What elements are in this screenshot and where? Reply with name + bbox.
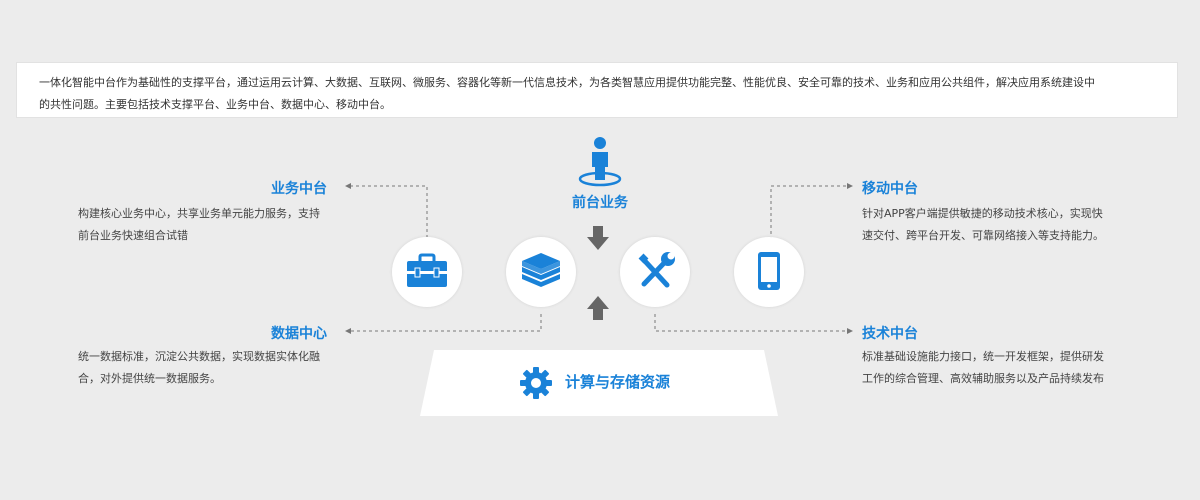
tech-desc-line1: 标准基础设施能力接口，统一开发框架，提供研发 xyxy=(862,350,1104,363)
intro-panel: 一体化智能中台作为基础性的支撑平台，通过运用云计算、大数据、互联网、微服务、容器… xyxy=(16,62,1178,118)
gear-icon xyxy=(520,367,552,399)
person-icon xyxy=(578,137,622,187)
tech-desc-line2: 工作的综合管理、高效辅助服务以及产品持续发布 xyxy=(862,372,1104,385)
mobile-desc-line2: 速交付、跨平台开发、可靠网络接入等支持能力。 xyxy=(862,229,1104,242)
data-desc-line1: 统一数据标准，沉淀公共数据，实现数据实体化融 xyxy=(78,350,320,363)
mobile-phone-icon xyxy=(758,252,780,290)
data-center-desc: 统一数据标准，沉淀公共数据，实现数据实体化融 合，对外提供统一数据服务。 xyxy=(78,346,320,390)
business-platform-title: 业务中台 xyxy=(271,181,327,197)
business-desc-line1: 构建核心业务中心，共享业务单元能力服务，支持 xyxy=(78,207,320,220)
tools-icon xyxy=(638,252,675,288)
mobile-circle xyxy=(734,237,804,307)
arrow-up-icon xyxy=(587,296,609,320)
compute-storage-platform xyxy=(420,350,778,416)
data-desc-line2: 合，对外提供统一数据服务。 xyxy=(78,372,221,385)
business-platform-desc: 构建核心业务中心，共享业务单元能力服务，支持 前台业务快速组合试错 xyxy=(78,203,320,247)
arrow-down-icon xyxy=(587,226,609,250)
toolbox-icon xyxy=(407,253,447,287)
business-desc-line2: 前台业务快速组合试错 xyxy=(78,229,188,242)
intro-text-line1: 一体化智能中台作为基础性的支撑平台，通过运用云计算、大数据、互联网、微服务、容器… xyxy=(39,76,1095,89)
mobile-platform-desc: 针对APP客户端提供敏捷的移动技术核心，实现快 速交付、跨平台开发、可靠网络接入… xyxy=(862,203,1104,247)
connector-business xyxy=(345,183,428,238)
tech-platform-title: 技术中台 xyxy=(862,326,918,342)
front-business-label: 前台业务 xyxy=(572,195,628,211)
compute-storage-label: 计算与存储资源 xyxy=(565,373,671,391)
data-circle xyxy=(506,237,576,307)
tech-platform-desc: 标准基础设施能力接口，统一开发框架，提供研发 工作的综合管理、高效辅助服务以及产… xyxy=(862,346,1104,390)
connector-mobile xyxy=(770,183,853,240)
layers-icon xyxy=(522,253,560,287)
connector-tech xyxy=(654,314,853,334)
mobile-platform-title: 移动中台 xyxy=(862,181,918,197)
tech-circle xyxy=(620,237,690,307)
business-circle xyxy=(392,237,462,307)
intro-text-line2: 的共性问题。主要包括技术支撑平台、业务中台、数据中心、移动中台。 xyxy=(39,98,391,111)
data-center-title: 数据中心 xyxy=(271,326,327,342)
mobile-desc-line1: 针对APP客户端提供敏捷的移动技术核心，实现快 xyxy=(862,207,1103,220)
connector-data xyxy=(345,314,542,334)
